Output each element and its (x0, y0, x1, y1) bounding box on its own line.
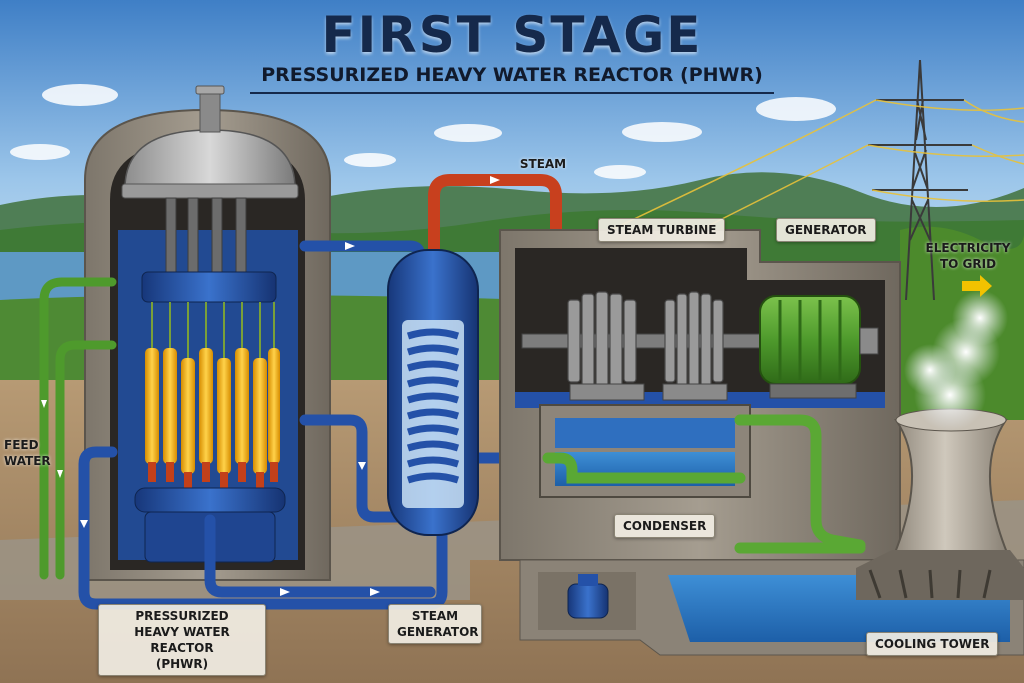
electricity-arrow-icon (962, 275, 992, 297)
steam-plume (904, 290, 1008, 431)
cooling-water-pipes (542, 414, 866, 554)
label-condenser: CONDENSER (614, 514, 716, 538)
feed-water-pipes (39, 277, 117, 580)
label-feed-water: FEED WATER (0, 437, 51, 469)
label-reactor-line1: PRESSURIZED (135, 609, 229, 623)
transmission-tower (868, 59, 972, 301)
label-electricity-line1: ELECTRICITY (925, 241, 1011, 255)
feed-water-arrows (41, 400, 63, 478)
label-feed-water-line1: FEED (4, 438, 39, 452)
label-cooling-tower: COOLING TOWER (866, 632, 999, 656)
circulation-pump (567, 574, 609, 619)
label-steam-generator: STEAM GENERATOR (388, 604, 482, 644)
label-steam-generator-line1: STEAM (411, 609, 459, 623)
label-reactor-line2: HEAVY WATER REACTOR (134, 625, 230, 655)
cooling-tower (856, 408, 1024, 600)
clouds (10, 84, 836, 179)
label-steam: STEAM (519, 157, 567, 171)
steam-generator-vessel (387, 249, 479, 536)
label-steam-generator-line2: GENERATOR (397, 625, 479, 639)
generator-unit (759, 295, 879, 399)
page-subtitle: PRESSURIZED HEAVY WATER REACTOR (PHWR) (250, 64, 774, 94)
reactor-dome (121, 85, 299, 199)
label-electricity: ELECTRICITY TO GRID (925, 240, 1011, 272)
label-generator: GENERATOR (776, 218, 876, 242)
steam-turbine-rotors (521, 291, 773, 401)
label-feed-water-line2: WATER (4, 454, 51, 468)
label-reactor-line3: (PHWR) (155, 657, 209, 671)
label-steam-turbine: STEAM TURBINE (598, 218, 726, 242)
fuel-rods (145, 302, 280, 492)
label-electricity-line2: TO GRID (939, 257, 997, 271)
reactor-upper-plate (141, 271, 277, 303)
label-reactor: PRESSURIZED HEAVY WATER REACTOR (PHWR) (98, 604, 266, 676)
page-title: FIRST STAGE (321, 6, 703, 64)
steam-flow-arrow (490, 176, 500, 184)
